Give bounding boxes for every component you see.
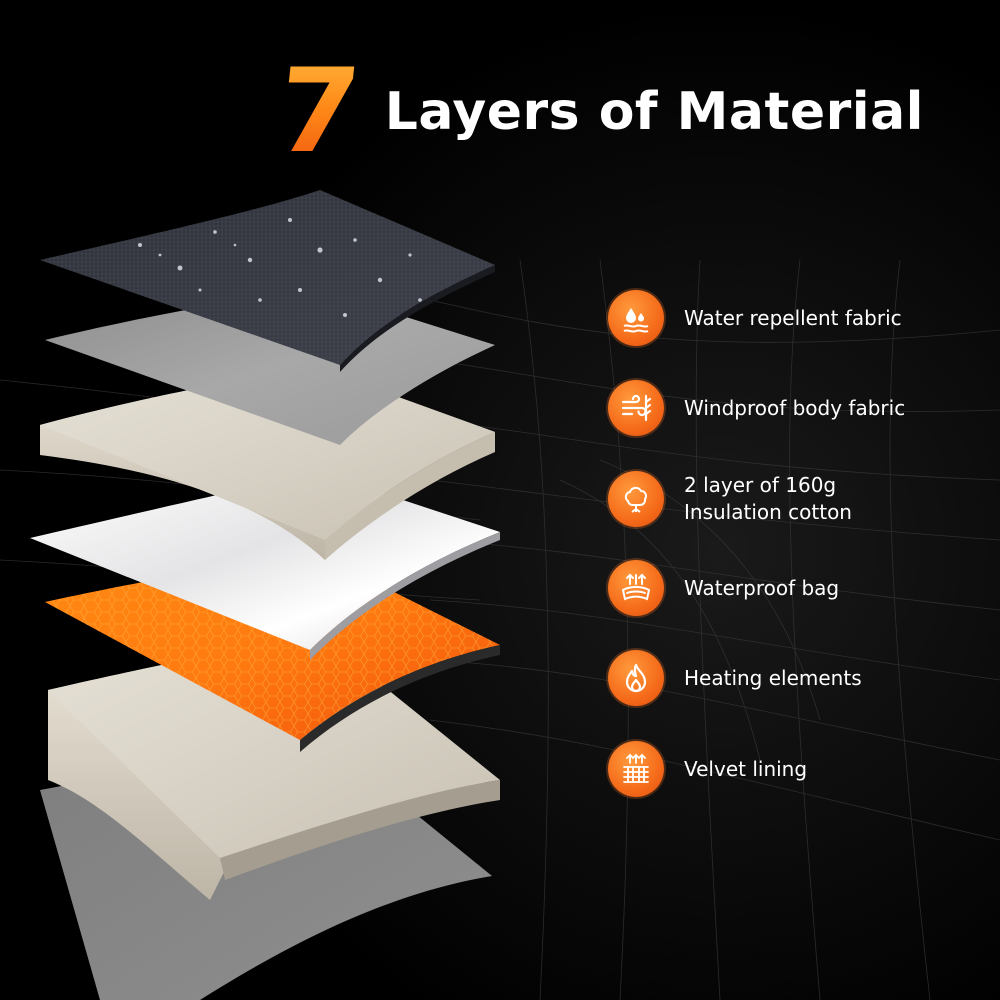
feature-heating-elements: Heating elements <box>608 650 862 706</box>
feature-label-line2: Insulation cotton <box>684 500 852 524</box>
feature-waterproof-bag: Waterproof bag <box>608 560 839 616</box>
water-drops-icon <box>608 290 664 346</box>
feature-label: Water repellent fabric <box>684 305 902 330</box>
wind-icon <box>608 380 664 436</box>
feature-label: Velvet lining <box>684 756 808 781</box>
page-title: 7 Layers of Material <box>271 44 925 179</box>
layer-heating-elements <box>45 555 500 752</box>
layer-insulation-cotton-1 <box>40 368 495 560</box>
layer-insulation-cotton-2 <box>30 472 500 660</box>
layer-water-repellent-fabric <box>40 190 495 372</box>
feature-velvet-lining: Velvet lining <box>608 741 807 797</box>
feature-water-repellent: Water repellent fabric <box>608 290 902 346</box>
feature-insulation-cotton: 2 layer of 160g Insulation cotton <box>608 471 852 527</box>
flame-icon <box>608 650 664 706</box>
feature-label-line1: 2 layer of 160g <box>684 473 837 497</box>
velvet-lining-icon <box>608 741 664 797</box>
title-number: 7 <box>270 44 366 179</box>
title-text: Layers of Material <box>384 82 925 142</box>
feature-label: Waterproof bag <box>684 575 840 600</box>
cotton-icon <box>608 471 664 527</box>
feature-label: Windproof body fabric <box>684 395 906 420</box>
feature-label: Heating elements <box>684 665 862 690</box>
feature-windproof: Windproof body fabric <box>608 380 905 436</box>
waterproof-bag-icon <box>608 560 664 616</box>
